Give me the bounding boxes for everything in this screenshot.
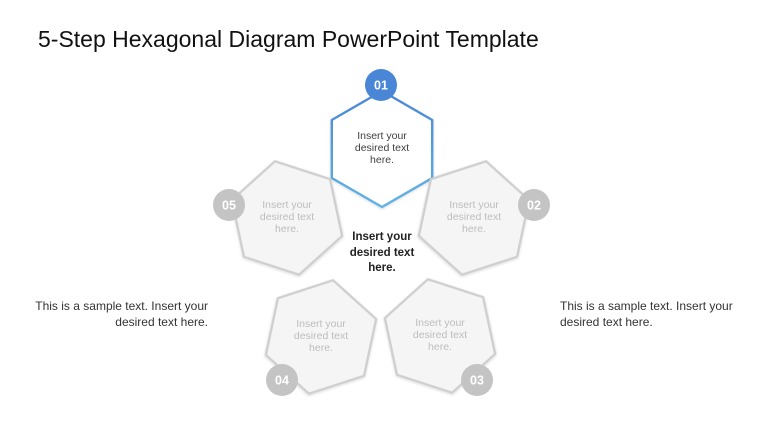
center-text: Insert your desired text here.	[349, 231, 415, 274]
slide-title: 5-Step Hexagonal Diagram PowerPoint Temp…	[38, 26, 539, 52]
left-sample-text: This is a sample text. Insert your desir…	[35, 299, 208, 329]
step-badge-05	[213, 189, 245, 221]
hexagon-step-01	[330, 89, 434, 209]
step-number-01: 01	[374, 79, 388, 93]
step-badge-03	[461, 364, 493, 396]
step-number-04: 04	[275, 374, 289, 388]
step-badge-02	[518, 189, 550, 221]
step-badge-04	[266, 364, 298, 396]
step-number-02: 02	[527, 199, 541, 213]
hexagon-step-03	[383, 278, 497, 394]
step-number-05: 05	[222, 199, 236, 213]
step-number-03: 03	[470, 374, 484, 388]
step-badge-01	[365, 69, 397, 101]
hexagon-step-04	[264, 279, 378, 395]
right-sample-text: This is a sample text. Insert your desir…	[560, 299, 733, 329]
